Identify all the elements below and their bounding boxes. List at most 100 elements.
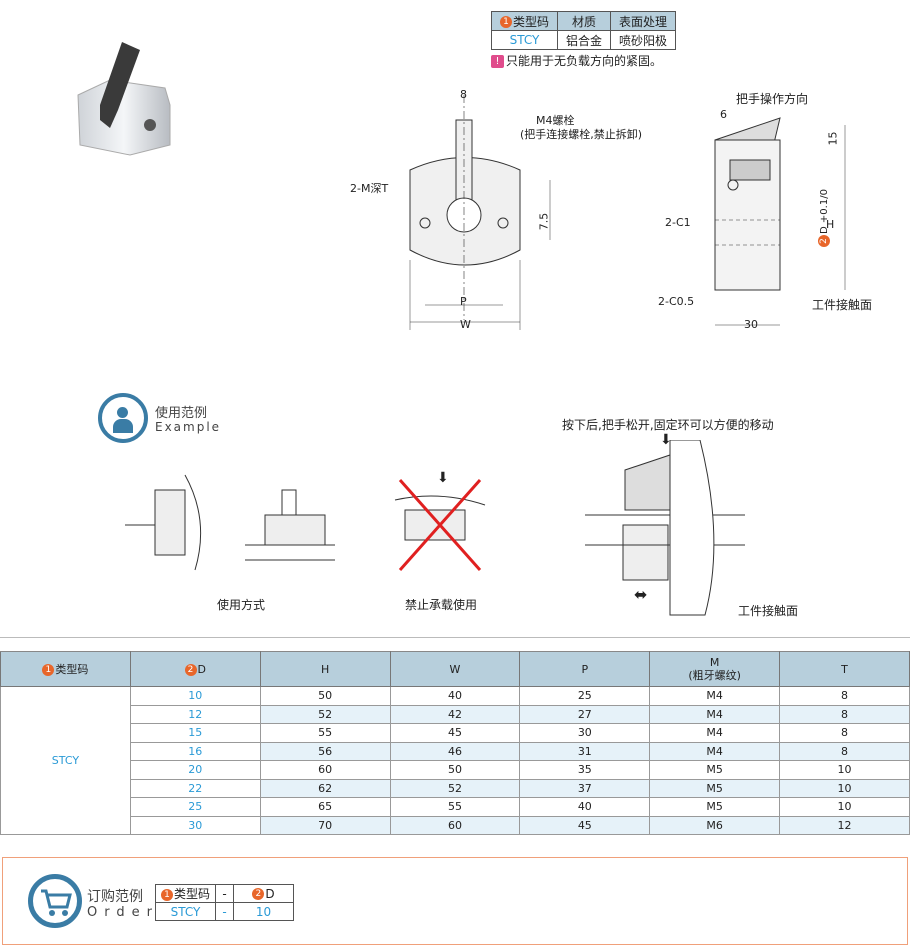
handle-direction-label: 把手操作方向	[736, 92, 809, 106]
tol-upper: +0.1	[818, 198, 830, 224]
cell-w: 55	[389, 797, 521, 817]
tol-lower: 0	[818, 189, 830, 196]
dim-7-5: 7.5	[537, 212, 551, 231]
cell-d: 20	[129, 760, 261, 780]
cell-p: 30	[519, 723, 651, 743]
dim-15: 15	[826, 131, 840, 146]
down-arrow-icon: ⬇	[437, 470, 449, 486]
number-badge: 1	[160, 888, 173, 901]
dim-d: 2D +0.1/0	[817, 189, 830, 247]
cell-w: 60	[389, 815, 521, 835]
usage-drawings	[125, 474, 486, 571]
cell-t: 10	[779, 778, 910, 798]
usage-label: 使用方式	[217, 598, 266, 612]
number-badge: 2	[252, 888, 265, 900]
cell-w: 46	[389, 741, 521, 761]
cell-h: 52	[259, 704, 391, 724]
cell-w: 45	[389, 723, 521, 743]
contact-surface-label-2: 工件接触面	[738, 604, 799, 618]
note-text: 只能用于无负载方向的紧固。	[506, 54, 663, 68]
header-material: 材质	[557, 11, 612, 31]
example-title: 使用范例	[155, 406, 208, 421]
cell-h: 70	[259, 815, 391, 835]
forbidden-label: 禁止承载使用	[405, 598, 478, 612]
header-text: 类型码	[173, 887, 210, 901]
cell-finish: 喷砂阳极	[610, 30, 677, 50]
cell-t: 8	[779, 686, 910, 706]
cell-m: M4	[649, 723, 781, 743]
cell-d: 30	[129, 815, 261, 835]
number-badge: 1	[500, 16, 512, 28]
cell-material: 铝合金	[557, 30, 612, 50]
cell-m: M4	[649, 704, 781, 724]
header-h: H	[259, 651, 391, 687]
cell-p: 37	[519, 778, 651, 798]
order-subtitle: Order	[87, 905, 159, 920]
cell-p: 25	[519, 686, 651, 706]
header-text: D	[265, 886, 275, 901]
side-view-drawing	[714, 117, 846, 326]
cell-t: 8	[779, 741, 910, 761]
contact-surface-label: 工件接触面	[812, 298, 873, 312]
header-text: 类型码	[55, 662, 89, 676]
cell-t: 10	[779, 760, 910, 780]
order-dash-value: -	[215, 902, 234, 921]
warning-note: !只能用于无负载方向的紧固。	[491, 52, 662, 69]
cell-type-code: STCY	[0, 686, 131, 835]
warning-icon: !	[491, 55, 504, 68]
cart-icon	[28, 874, 82, 928]
number-badge: 1	[42, 663, 55, 676]
order-type-value: STCY	[155, 902, 216, 921]
cell-h: 62	[259, 778, 391, 798]
number-badge: 2	[817, 234, 830, 247]
dim-6: 6	[720, 108, 727, 121]
cell-w: 52	[389, 778, 521, 798]
cell-h: 50	[259, 686, 391, 706]
header-text: M	[709, 656, 720, 669]
dim-8: 8	[460, 88, 467, 101]
cell-m: M5	[649, 797, 781, 817]
cell-type-code: STCY	[490, 30, 559, 50]
cell-d: 22	[129, 778, 261, 798]
cell-t: 10	[779, 797, 910, 817]
header-m: M(粗牙螺纹)	[649, 651, 781, 687]
user-icon	[98, 393, 148, 443]
release-drawing	[585, 440, 745, 616]
dim-h: H	[826, 218, 835, 231]
cell-w: 40	[389, 686, 521, 706]
cell-d: 10	[129, 686, 261, 706]
dim-30: 30	[744, 318, 758, 331]
cell-h: 60	[259, 760, 391, 780]
bolt-note: (把手连接螺栓,禁止拆卸)	[520, 128, 643, 141]
order-d-value: 10	[233, 902, 294, 921]
cell-w: 42	[389, 704, 521, 724]
cell-m: M6	[649, 815, 781, 835]
cell-h: 56	[259, 741, 391, 761]
header-text: D	[197, 662, 207, 676]
cell-p: 31	[519, 741, 651, 761]
bolt-label: M4螺栓	[536, 114, 575, 127]
header-type-code: 类型码	[513, 14, 550, 29]
down-arrow-icon: ⬇	[660, 432, 672, 448]
header-w: W	[389, 651, 521, 687]
cell-d: 25	[129, 797, 261, 817]
left-right-arrow-icon: ⬌	[634, 585, 648, 604]
product-photo	[77, 42, 171, 156]
tap-label: 2-M深T	[350, 182, 389, 195]
cell-w: 50	[389, 760, 521, 780]
cell-t: 8	[779, 723, 910, 743]
c05-label: 2-C0.5	[658, 295, 695, 308]
number-badge: 2	[184, 663, 197, 676]
cell-p: 27	[519, 704, 651, 724]
cell-m: M4	[649, 741, 781, 761]
